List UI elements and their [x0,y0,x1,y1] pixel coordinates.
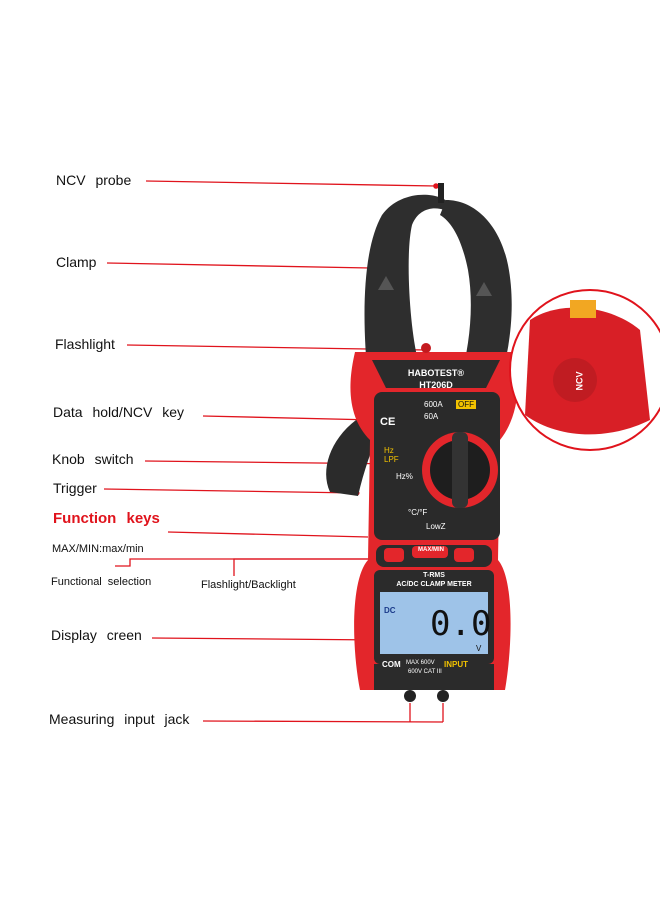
input-label: INPUT [444,660,468,669]
label-functional-selection: Functional selection [51,576,152,588]
lowz-mark: LowZ [426,522,446,531]
leader-ncv-probe [145,180,437,187]
max-voltage: MAX 600V [406,660,435,666]
leader-data-hold [202,415,376,421]
device-brand: HABOTEST® [407,368,465,378]
label-flashlight-backlight: Flashlight/Backlight [201,579,296,591]
leader-trigger [103,488,358,494]
clamp-meter-label: AC/DC CLAMP METER [396,581,472,588]
lcd-dc: DC [384,606,396,615]
hz-lpf: Hz LPF [384,446,399,464]
trms-label: T-RMS [423,572,445,579]
zoom-ncv-label: NCV [574,371,585,391]
input-jack [437,690,449,702]
label-measuring-jack: Measuring input jack [49,711,190,727]
backlight-key[interactable] [454,548,474,562]
jack-panel [374,664,494,690]
clamp-jaws [364,183,512,380]
com-jack [404,690,416,702]
flashlight-led [421,343,431,353]
leader-display [151,637,384,641]
off-mark: OFF [456,400,476,409]
com-label: COM [382,660,401,669]
trigger [326,420,380,496]
label-trigger: Trigger [53,480,97,496]
label-clamp: Clamp [56,254,97,270]
leader-lines [103,180,491,723]
label-display-screen: Display creen [51,627,142,643]
label-function-keys: Function keys [53,510,160,527]
leader-functional-selection [115,558,380,567]
label-ncv-probe: NCV probe [56,172,132,188]
max-min-key[interactable] [412,546,448,558]
lcd-reading: 0.0 [430,604,492,644]
leader-jack [202,720,444,723]
brand-plate [372,360,500,388]
device-model: HT206D [419,380,453,390]
leader-clamp [106,262,371,269]
range-600a: 600A [424,400,443,409]
leader-function-keys [167,531,369,538]
max-min-label: MAX/MIN [418,547,444,553]
cat-rating: 600V CAT III [408,669,442,675]
label-max-min: MAX/MIN:max/min [52,543,144,555]
label-data-hold: Data hold/NCV key [53,404,185,420]
lcd-screen [380,592,488,654]
label-flashlight: Flashlight [55,336,115,352]
label-knob-switch: Knob switch [52,451,134,467]
hz-pct: Hz% [396,472,413,481]
knob-switch[interactable] [422,432,498,508]
function-key-left[interactable] [384,548,404,562]
temp-mark: °C/°F [408,508,428,517]
zoom-inset [509,289,660,451]
range-60a: 60A [424,412,439,421]
ce-mark: CE [380,416,396,428]
ncv-probe-tip [438,183,444,203]
lcd-unit: V [476,644,482,653]
